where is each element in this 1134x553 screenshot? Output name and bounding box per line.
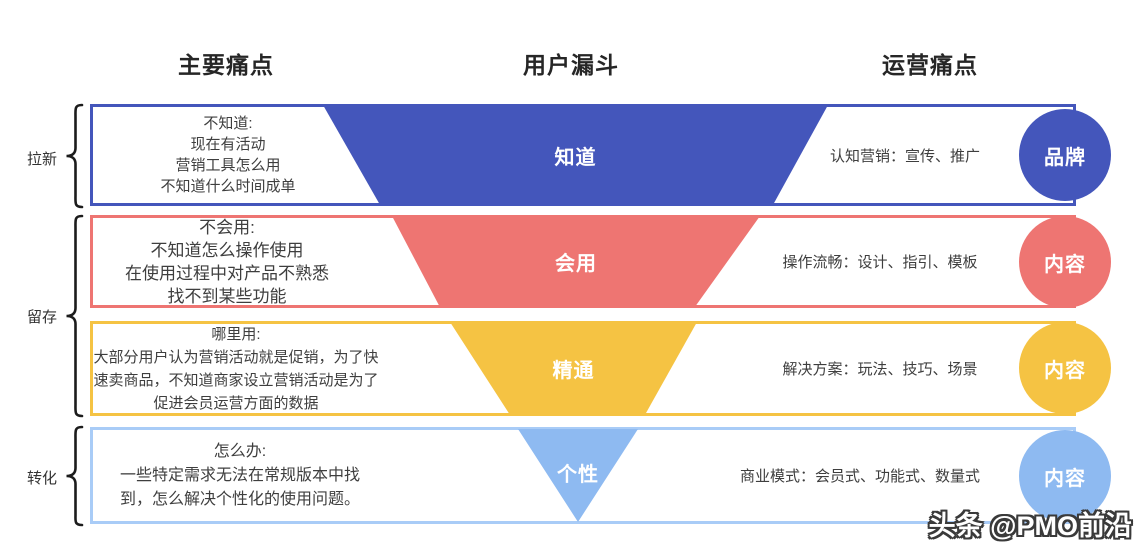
- ops-text-know: 认知营销：宣传、推广: [829, 147, 980, 165]
- group-label-conversion: 转化: [26, 470, 57, 487]
- bracket-retention: [66, 214, 84, 418]
- circle-label-content-1: 内容: [1044, 253, 1086, 276]
- circle-label-brand: 品牌: [1044, 146, 1086, 169]
- funnel-segment-know: 知道: [323, 105, 828, 205]
- circle-label-content-2: 内容: [1044, 359, 1086, 382]
- pain-text-know: 不知道: 现在有活动 营销工具怎么用 不知道什么时间成单: [160, 115, 296, 195]
- ops-text-master: 解决方案：玩法、技巧、场景: [782, 361, 978, 378]
- header-operation-pain-points: 运营痛点: [882, 52, 978, 78]
- ops-text-can-use: 操作流畅：设计、指引、模板: [782, 254, 978, 271]
- group-label-retention: 留存: [26, 309, 57, 326]
- pain-text-personal: 怎么办: 一些特定需求无法在常规版本中找 到，怎么解决个性化的使用问题。: [119, 442, 360, 508]
- circle-content-1: 内容: [1019, 216, 1111, 308]
- circle-content-2: 内容: [1019, 322, 1111, 414]
- circle-content-3: 内容: [1019, 430, 1111, 522]
- funnel-segment-can-use: 会用: [392, 216, 760, 307]
- funnel-label-personal: 个性: [557, 464, 599, 486]
- header-user-funnel: 用户漏斗: [523, 52, 619, 78]
- ops-text-personal: 商业模式：会员式、功能式、数量式: [739, 468, 980, 485]
- circle-label-content-3: 内容: [1044, 467, 1086, 490]
- bracket-acquisition: [66, 103, 84, 209]
- header-main-pain-points: 主要痛点: [178, 52, 274, 78]
- pain-text-can-use: 不会用: 不知道怎么操作使用 在使用过程中对产品不熟悉 找不到某些功能: [125, 217, 329, 306]
- funnel-label-know: 知道: [554, 146, 597, 169]
- bracket-conversion: [66, 425, 84, 527]
- funnel-label-can-use: 会用: [555, 253, 597, 275]
- funnel-label-master: 精通: [552, 360, 595, 382]
- circle-brand: 品牌: [1019, 109, 1111, 201]
- pain-text-master: 哪里用: 大部分用户认为营销活动就是促销，为了快 速卖商品，不知道商家设立营销活…: [93, 325, 379, 412]
- group-label-acquisition: 拉新: [26, 151, 57, 168]
- watermark-toutiao-pmo: 头条 @PMO前沿: [928, 511, 1132, 541]
